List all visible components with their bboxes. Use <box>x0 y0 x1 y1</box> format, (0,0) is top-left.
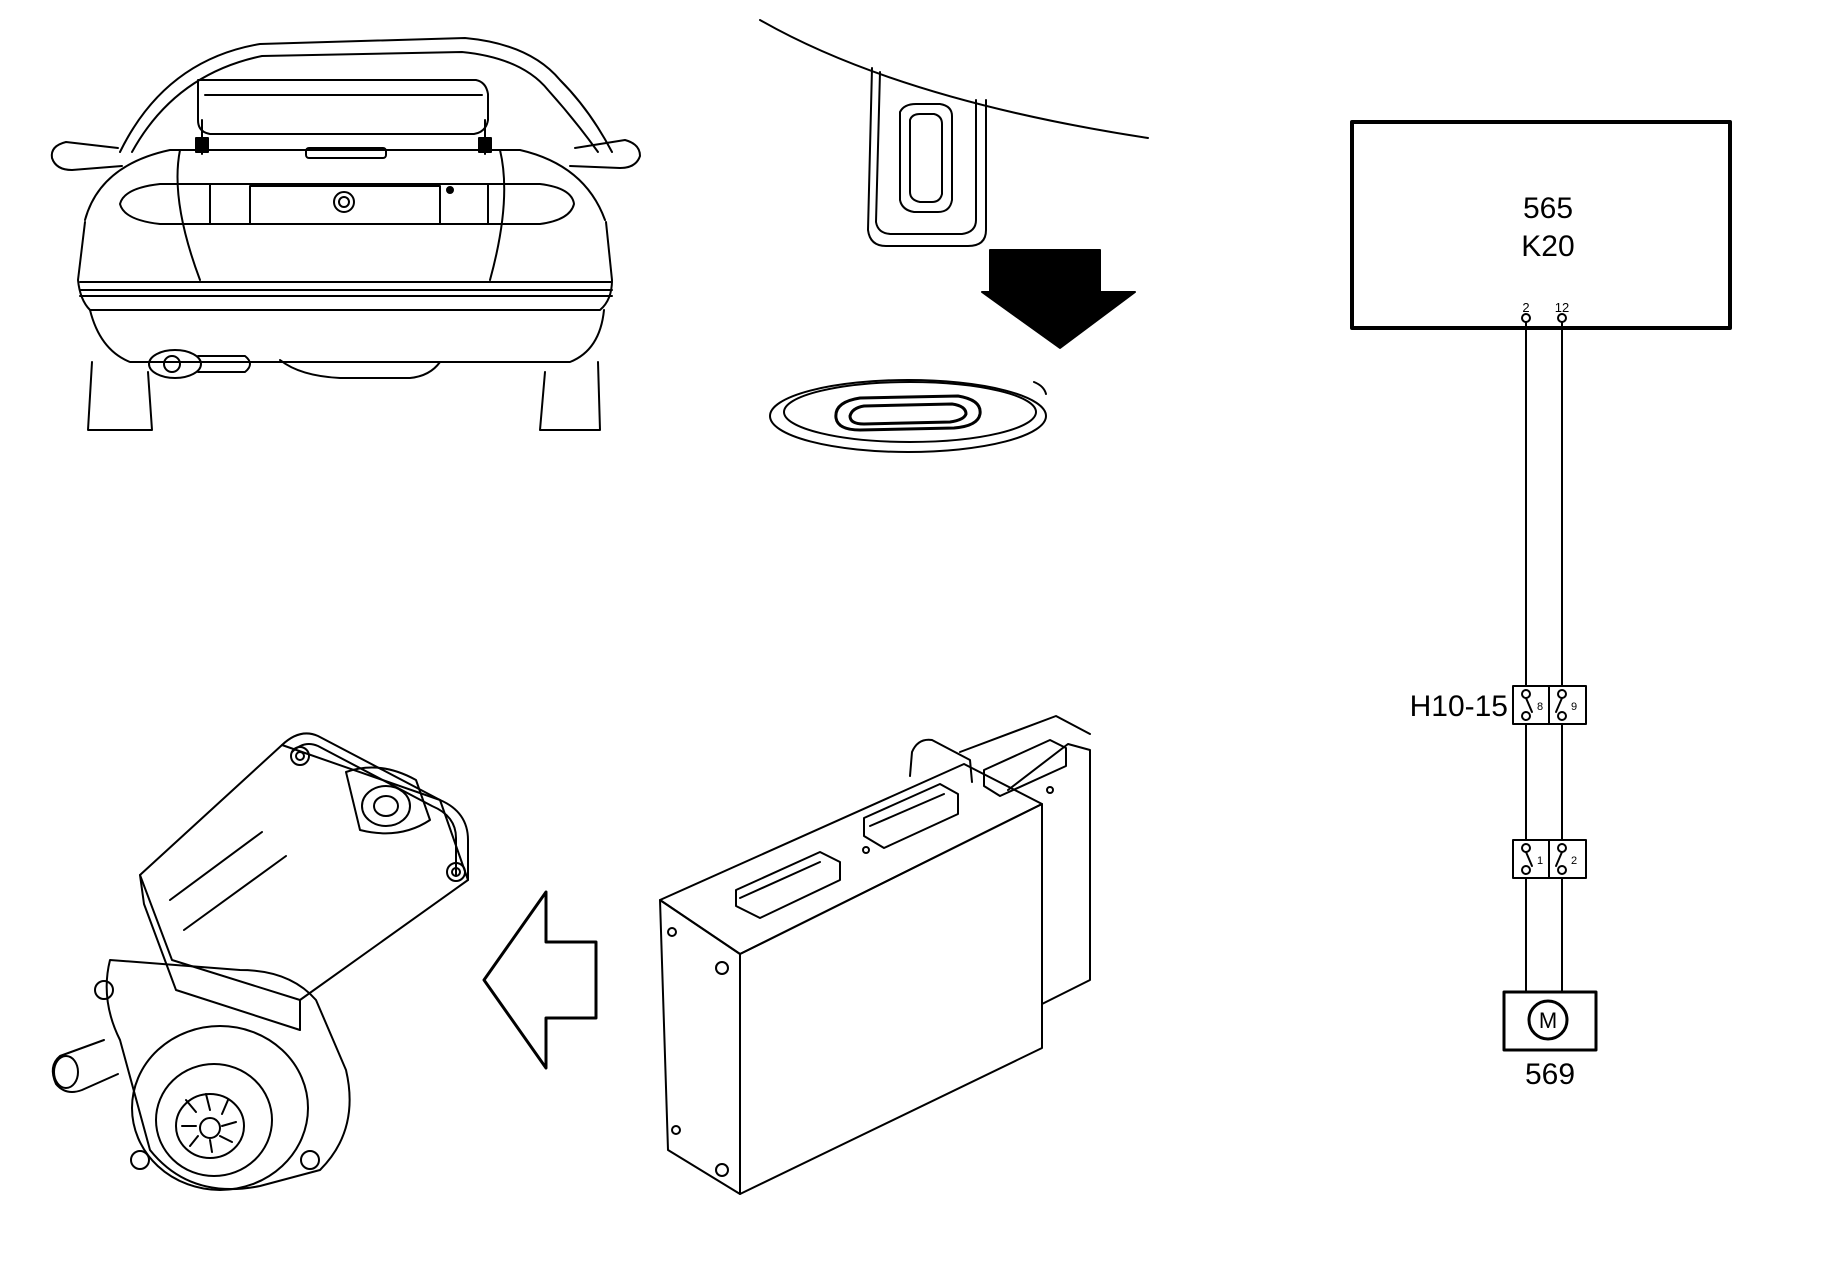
connector-pin-label: 2 <box>1571 855 1577 867</box>
schematic-labels: 565 K20 2 12 H10-15 8 9 1 2 M 569 <box>1410 192 1577 1091</box>
wiring-schematic <box>1352 122 1730 1050</box>
actuator-motor-assembly <box>53 733 468 1190</box>
control-module-box <box>1352 122 1730 328</box>
module-number: 565 <box>1523 192 1573 225</box>
motor-symbol-letter: M <box>1539 1008 1557 1033</box>
connector-pin-label: 1 <box>1537 855 1543 867</box>
module-code: K20 <box>1521 230 1574 263</box>
connector-pin-label: 9 <box>1571 701 1577 713</box>
motor-symbol <box>1529 1001 1567 1039</box>
connector-label: H10-15 <box>1410 690 1508 723</box>
control-module-unit <box>660 716 1090 1194</box>
trunk-switch-detail <box>760 20 1148 452</box>
connector-pin-label: 8 <box>1537 701 1543 713</box>
motor-box <box>1504 992 1596 1050</box>
direction-arrow <box>484 892 596 1068</box>
car-rear-view <box>52 38 640 430</box>
motor-number: 569 <box>1525 1058 1575 1091</box>
module-pin-label: 2 <box>1522 300 1529 315</box>
module-pin-label: 12 <box>1555 300 1569 315</box>
